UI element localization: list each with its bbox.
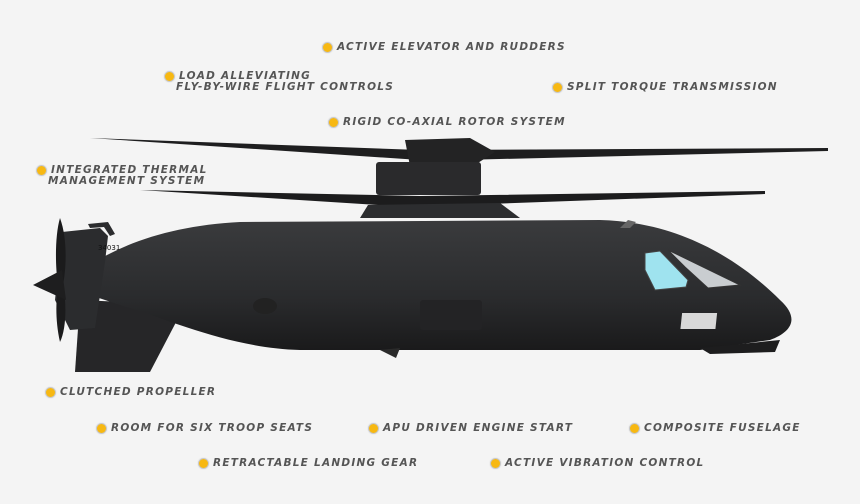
callout-apu: APU DRIVEN ENGINE START (368, 423, 573, 434)
callout-split-torque: SPLIT TORQUE TRANSMISSION (552, 82, 778, 93)
callout-label: LOAD ALLEVIATING (179, 70, 312, 82)
fuselage (90, 220, 792, 350)
callout-label: RETRACTABLE LANDING GEAR (213, 457, 419, 469)
mast-fairing (360, 203, 520, 218)
bullet-icon (45, 387, 56, 398)
bullet-icon (164, 71, 175, 82)
callout-label: ROOM FOR SIX TROOP SEATS (111, 422, 314, 434)
callout-label: FLY-BY-WIRE FLIGHT CONTROLS (176, 81, 395, 93)
landing-gear-stub (380, 348, 400, 358)
callout-vibration: ACTIVE VIBRATION CONTROL (490, 458, 705, 469)
antenna-top (620, 220, 636, 228)
chin (700, 340, 780, 354)
rotor-hub-fairing (376, 162, 481, 195)
callout-label: RIGID CO-AXIAL ROTOR SYSTEM (343, 116, 566, 128)
sensor-pod (420, 300, 482, 330)
windshield (667, 249, 742, 289)
bullet-icon (629, 423, 640, 434)
callout-troop-seats: ROOM FOR SIX TROOP SEATS (96, 423, 313, 434)
callout-label: SPLIT TORQUE TRANSMISSION (567, 81, 778, 93)
callout-label: APU DRIVEN ENGINE START (383, 422, 574, 434)
lower-tail-fin (75, 300, 185, 372)
nose-panel (680, 313, 718, 329)
exhaust-port (253, 298, 277, 314)
rotor-hub (405, 138, 495, 168)
side-window (644, 250, 689, 291)
callout-label: ACTIVE VIBRATION CONTROL (505, 457, 705, 469)
callout-label: CLUTCHED PROPELLER (60, 386, 217, 398)
bullet-icon (96, 423, 107, 434)
callout-label: ACTIVE ELEVATOR AND RUDDERS (337, 41, 566, 53)
bullet-icon (368, 423, 379, 434)
tail-antenna (88, 222, 115, 236)
bullet-icon (490, 458, 501, 469)
callout-active-elevator: ACTIVE ELEVATOR AND RUDDERS (322, 42, 566, 53)
propeller-spinner (33, 270, 66, 300)
bullet-icon (552, 82, 563, 93)
bullet-icon (36, 165, 47, 176)
callout-landing-gear: RETRACTABLE LANDING GEAR (198, 458, 418, 469)
bullet-icon (198, 458, 209, 469)
callout-composite: COMPOSITE FUSELAGE (629, 423, 801, 434)
callout-rigid-coaxial: RIGID CO-AXIAL ROTOR SYSTEM (328, 117, 566, 128)
callout-clutched-propeller: CLUTCHED PROPELLER (45, 387, 216, 398)
lower-rotor-blade (140, 190, 765, 207)
callout-label: INTEGRATED THERMAL (51, 164, 208, 176)
bullet-icon (322, 42, 333, 53)
vertical-tail-fin (55, 228, 108, 330)
aircraft-marking: 34031 (98, 244, 120, 252)
callout-label: COMPOSITE FUSELAGE (644, 422, 801, 434)
upper-rotor-blade (90, 138, 828, 160)
bullet-icon (328, 117, 339, 128)
callout-label: MANAGEMENT SYSTEM (48, 175, 206, 187)
